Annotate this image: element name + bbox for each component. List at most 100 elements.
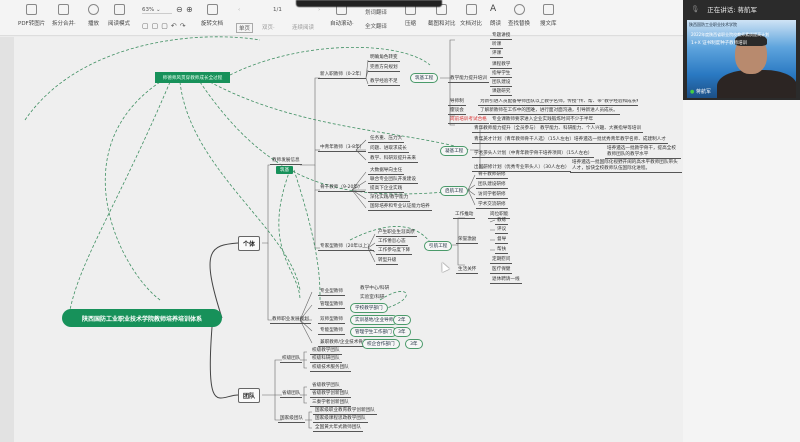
stage-child: 工作倦怠心态 <box>376 239 408 246</box>
microphone-icon: 🎙 <box>691 5 700 13</box>
career-path-pill: 学校教学部门 <box>350 303 388 313</box>
lead-honor-item: 帮扶 <box>495 247 509 254</box>
school-banner: 陕西国防工业职业技术学院 <box>689 22 737 27</box>
split-merge-button[interactable]: 拆分合并· <box>52 4 76 27</box>
individual-node[interactable]: 个体 <box>238 236 261 251</box>
continuous-read-button[interactable]: 连续阅读 <box>292 25 315 31</box>
build-row-text: 培养遴选一批教学骨干，提高全校教师团队的教学水平 <box>605 146 681 159</box>
program-node[interactable]: 启航工程 <box>440 186 469 196</box>
rt-row-text: 专业课教师要求进入企业实践锻炼时间不少于半年 <box>490 117 596 124</box>
career-node[interactable]: 教师职业发展规划 <box>270 317 311 324</box>
build-row-label: 青年教师能力提升（全员参与） <box>472 126 541 133</box>
career-type: 管理型教师 <box>318 302 345 309</box>
split-icon <box>58 4 70 15</box>
next-page-button[interactable]: › <box>318 7 321 13</box>
left-scroll-strip <box>0 37 14 442</box>
prev-page-button[interactable]: ‹ <box>238 7 241 13</box>
rt-item: 课题研究 <box>490 89 513 96</box>
team-node[interactable]: 团队 <box>238 388 261 403</box>
program-node[interactable]: 凝基工程 <box>440 146 469 156</box>
document-canvas[interactable] <box>0 37 800 442</box>
lead-work-child: 岗位职能 <box>488 212 511 219</box>
dev-tag: 筑基 <box>276 166 294 174</box>
blurred-tab-bar <box>296 0 442 7</box>
zoom-out-icon[interactable]: ⊖ <box>176 5 183 14</box>
team-child: 省级教学团队 <box>310 383 342 390</box>
full-translate-button[interactable]: 全文翻译 <box>365 24 388 30</box>
stage-child: 问题、进取求成长 <box>368 146 409 153</box>
banner-line: 1+X 证书制度种子教师培训 <box>691 41 748 46</box>
career-years: 2年 <box>393 315 411 325</box>
career-path-pill: 校企合作部门 <box>362 339 400 349</box>
career-path: 实验室/科研 <box>360 295 385 300</box>
zoom-level-select[interactable]: 63% ⌄ <box>142 7 172 14</box>
rt-row-text: 为新引进人员配备导师团队以上教学名师，传授“传、帮、带”教学经验和成长经验。 <box>478 99 638 106</box>
team-level[interactable]: 省级团队 <box>280 391 303 398</box>
stage-node[interactable]: 骨干教师（9-20年） <box>318 185 365 192</box>
team-child: 校级教学团队 <box>310 348 342 355</box>
team-level[interactable]: 校级团队 <box>280 356 303 363</box>
zoom-in-icon[interactable]: ⊕ <box>186 5 193 14</box>
career-path-pill: 管理学生工作部门 <box>350 327 397 337</box>
play-icon <box>88 4 99 15</box>
double-page-button[interactable]: 双页· <box>262 25 275 31</box>
play-button[interactable]: 播放 <box>88 4 99 27</box>
rt-group: 教学能力提升培训 <box>448 76 489 83</box>
read-mode-button[interactable]: 阅读模式 <box>108 4 130 27</box>
lead-work: 工作推动 <box>453 212 476 219</box>
rt-item: 指导学生 <box>490 71 513 78</box>
career-path: 教学中心/科研 <box>360 286 390 291</box>
search-library-button[interactable]: 搜文库 <box>540 4 557 27</box>
image-icon <box>26 4 38 15</box>
stage-node[interactable]: 新入职教师（0-2年） <box>318 72 367 79</box>
pdf-to-image-button[interactable]: PDF转图片 <box>18 4 45 27</box>
launch-item: 学术交流研修 <box>476 202 508 209</box>
lead-life-item: 定期慰问 <box>490 257 513 264</box>
program-node[interactable]: 筑基工程 <box>410 73 439 83</box>
lead-life: 生活关怀 <box>456 267 479 274</box>
word-translate-button[interactable]: 划词翻译 <box>365 10 388 16</box>
stage-child: 深化实践/教学能力 <box>368 195 411 202</box>
speaker-video[interactable]: 陕西国防工业职业技术学院 2022年度陕西省职业院校教师素质提高计划 1+X 证… <box>687 20 796 98</box>
stage-child: 产生职业生涯高原 <box>376 230 417 237</box>
team-child: 国家级职业教育教学创新团队 <box>313 408 377 415</box>
page-indicator[interactable]: 1/1 <box>273 7 282 13</box>
single-page-button[interactable]: 单页 <box>236 23 254 33</box>
team-child: 校级技术服务团队 <box>310 365 351 372</box>
find-replace-button[interactable]: 查找替换 <box>508 4 530 27</box>
right-side-panel <box>683 100 800 442</box>
stage-child: 教学、科研双提升未来 <box>368 156 418 163</box>
rotate-icon <box>206 4 218 15</box>
stage-node[interactable]: 中青年教师（3-8年） <box>318 145 367 152</box>
ethics-header-node[interactable]: 师德师风贯穿教师成长全过程 <box>155 72 230 83</box>
lead-life-item: 退休聘请一线 <box>490 277 522 284</box>
search-icon <box>513 4 525 15</box>
rt-item: 评课 <box>490 51 504 58</box>
lead-honor-item: 督导 <box>495 237 509 244</box>
rt-row-text: 了解新教师在工作中的困难，进行面对面沟通，引导新进人员成长。 <box>478 108 620 115</box>
rt-row-label: 导师制 <box>448 99 466 106</box>
build-row-label: 学术带头人计划（中青年教学骨干培养项目）（15人左右） <box>472 151 595 158</box>
stage-child: 转型升级 <box>376 258 399 265</box>
rt-row-label: 岗前培训考试合格 <box>448 117 489 124</box>
speaker-hair <box>735 34 767 46</box>
build-row-text: 培养遴选一批国际化视野开阔的高水平教师团队带头人才，加快全校教师队伍国际化进程。 <box>570 160 682 173</box>
rotate-button[interactable]: 旋转文档 <box>201 4 223 27</box>
lead-honor-item: 评议 <box>495 227 509 234</box>
speaker-body <box>717 70 796 98</box>
launch-item: 访问学者研修 <box>476 192 508 199</box>
stage-child: 国际培养和专业认证能力培养 <box>368 204 432 211</box>
speaking-indicator: 🎙 正在讲话: 蒋航军 <box>691 5 758 14</box>
program-node[interactable]: 引航工程 <box>424 241 453 251</box>
stage-child: 联合专业团队开发建设 <box>368 177 418 184</box>
dev-info-node[interactable]: 教师发展信息 <box>270 158 302 165</box>
root-node[interactable]: 陕西国防工业职业技术学院教师培养培训体系 <box>62 309 222 327</box>
team-level[interactable]: 国家级团队 <box>278 416 305 423</box>
build-row-label: 青年英才计划（青年教师骨干人选）（15人左右） <box>472 137 577 144</box>
build-row-text: 教学能力、科研能力、个人兴趣、大赛指导等培训 <box>538 126 644 133</box>
stage-node[interactable]: 专家型教师（20年以上） <box>318 244 374 251</box>
doc-compare-button[interactable]: 文档对比 <box>460 4 482 27</box>
rt-row-label: 座谈会 <box>448 108 466 115</box>
view-tools-icons[interactable]: ▢▢▢↶↷ <box>142 22 189 30</box>
